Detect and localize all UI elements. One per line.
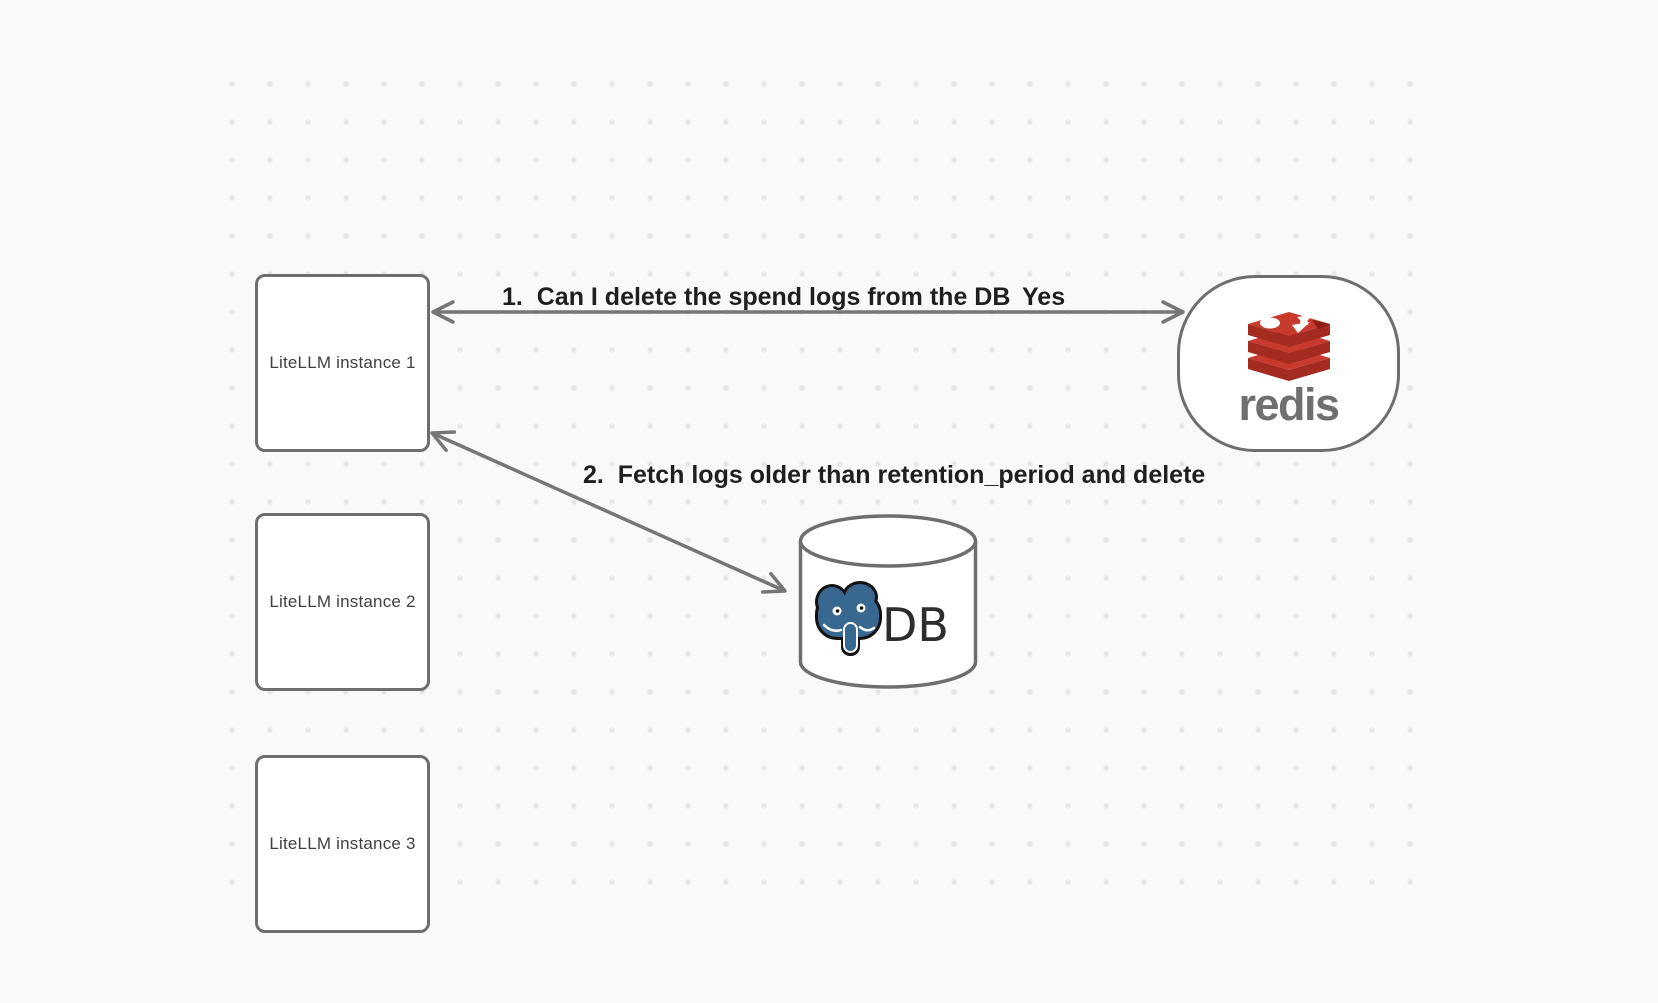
db-label: DB	[882, 598, 949, 652]
node-litellm-instance-3[interactable]: LiteLLM instance 3	[255, 755, 430, 933]
node-litellm-instance-2[interactable]: LiteLLM instance 2	[255, 513, 430, 691]
node-label: LiteLLM instance 3	[269, 834, 416, 853]
node-label: LiteLLM instance 1	[269, 353, 416, 372]
node-redis[interactable]: redis	[1177, 275, 1400, 452]
redis-stack-icon	[1247, 312, 1330, 381]
edge-label-2: 2. Fetch logs older than retention_perio…	[583, 461, 1206, 489]
postgresql-elephant-icon	[815, 581, 882, 656]
edge-label-1: 1. Can I delete the spend logs from the …	[502, 283, 1011, 311]
node-label: LiteLLM instance 2	[269, 592, 416, 611]
redis-wordmark: redis	[1238, 379, 1340, 430]
edge-label-1-response: Yes	[1022, 283, 1066, 311]
node-litellm-instance-1[interactable]: LiteLLM instance 1	[255, 274, 430, 452]
